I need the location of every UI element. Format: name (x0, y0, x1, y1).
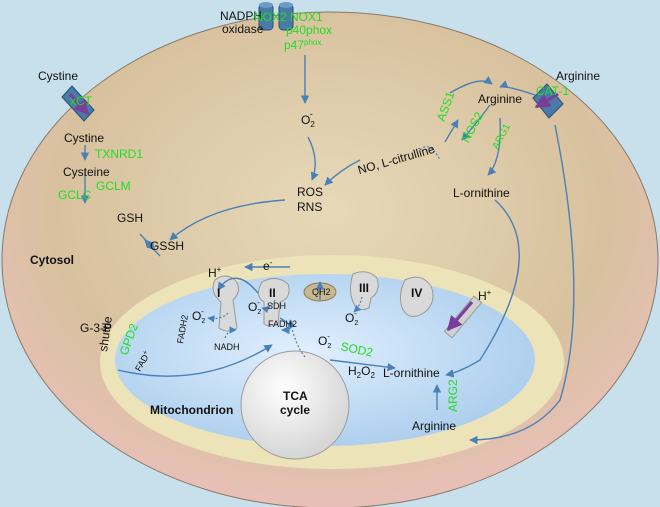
arg2-label: ARG2 (446, 379, 460, 412)
ros-label: ROS (297, 185, 323, 199)
cat1-label: CAT-1 (536, 84, 569, 98)
arginine-label: Arginine (478, 92, 522, 106)
nox-label: NOX2 NOX1 (254, 10, 323, 24)
cytosol-label: Cytosol (30, 253, 74, 267)
xct-label: xCT (70, 94, 93, 108)
o2-complex-ii-label: O2- (248, 298, 261, 316)
cystine-label: Cystine (64, 131, 104, 145)
rns-label: RNS (297, 200, 322, 214)
complex-iii-label: III (359, 281, 369, 295)
complex-iv-icon (399, 276, 434, 317)
nadh-label: NADH (214, 342, 240, 352)
sod2-label: SOD2 (339, 339, 374, 360)
tca-label: TCA (283, 389, 308, 403)
nadph-label: NADPH (220, 9, 262, 23)
fadh2-shuttle-label: FADH2 (175, 314, 190, 344)
cystine-extracellular-label: Cystine (38, 69, 78, 83)
complex-iv-label: IV (411, 286, 422, 300)
o2-complex-i-label: O2- (192, 307, 205, 325)
dotted-arrows (207, 146, 441, 358)
h-plus-label: H+ (208, 265, 222, 280)
shuttle-label: shuttle (96, 315, 115, 352)
proton-flow-arrow (446, 301, 474, 332)
arginine-extracellular-label: Arginine (556, 69, 600, 83)
mitochondrion-label: Mitochondrion (150, 403, 233, 417)
cysteine-label: Cysteine (63, 165, 110, 179)
o2-sod2-label: O2- (318, 332, 331, 350)
oxidase-label: oxidase (222, 22, 264, 36)
cat1-transporter-icon (532, 83, 564, 119)
l-ornithine-label: L-ornithine (453, 186, 510, 200)
txnrd1-label: TXNRD1 (95, 147, 143, 161)
nox-transporter-icon (258, 2, 294, 31)
p47phox-label: p47phox (284, 38, 321, 52)
xct-transporter-icon (61, 85, 95, 122)
g3p-label: G-3-P (80, 321, 112, 335)
tca-cycle-circle (240, 350, 350, 460)
sdh-label: SDH (267, 301, 286, 311)
complex-i-label: I (217, 286, 220, 300)
gssh-label: GSSH (150, 239, 184, 253)
p40phox-label: p40phox (286, 23, 332, 37)
complex-ii-label: II (269, 286, 276, 300)
electron-label: e- (263, 258, 273, 273)
o2-complex-iii-label: O2- (345, 309, 358, 327)
complex-iii-icon (349, 271, 379, 311)
gsh-label: GSH (117, 211, 143, 225)
mito-ornithine-label: L-ornithine (383, 366, 440, 380)
qh2-label: QH2 (312, 287, 331, 297)
gclc-label: GCLC (58, 188, 92, 202)
superoxide-label: O2- (301, 109, 315, 129)
pathway-arrows (80, 55, 575, 445)
h2o2-label: H2O2 (348, 364, 375, 380)
complex-ii-icon (258, 278, 290, 327)
cycle-label: cycle (280, 403, 310, 417)
h-plus-iv-label: H+ (478, 288, 492, 303)
mito-arginine-label: Arginine (412, 419, 456, 433)
gclm-label: GCLM (96, 179, 131, 193)
fadh2-label: FADH2 (268, 319, 297, 329)
